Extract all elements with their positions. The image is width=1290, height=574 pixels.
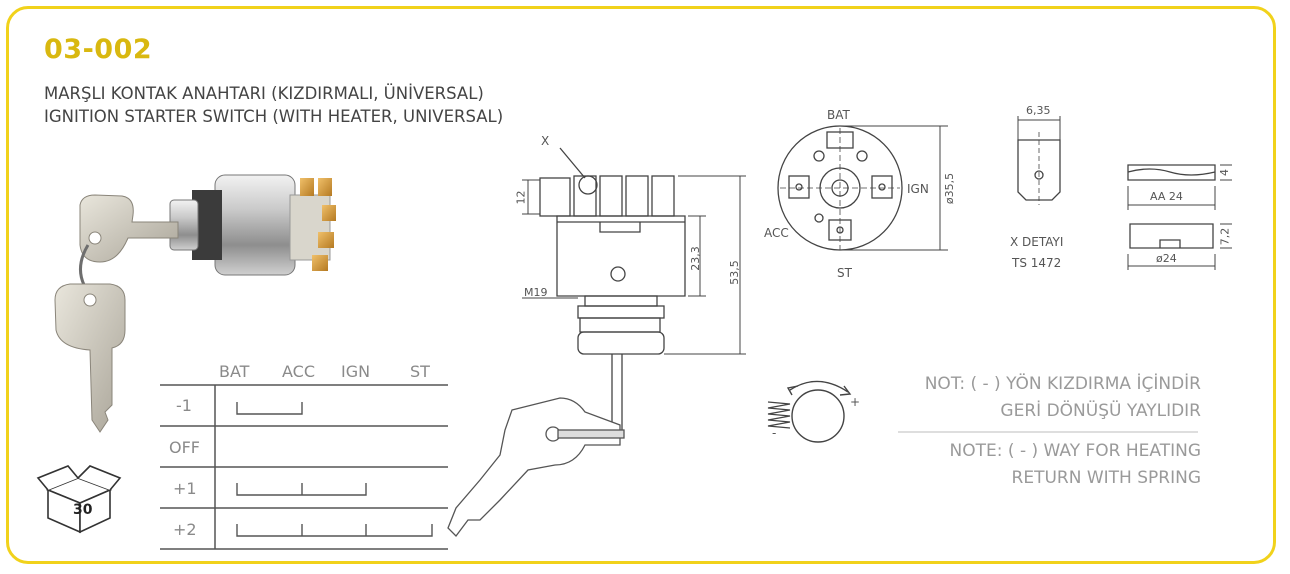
terminal-bat-label: BAT [827,108,850,122]
table-header-st: ST [410,362,430,381]
table-header-bat: BAT [219,362,250,381]
terminal-acc-label: ACC [764,226,789,240]
terminal-st-label: ST [837,266,852,280]
nut-diameter: ø24 [1156,252,1177,265]
dim-12: 12 [514,190,528,205]
rear-diameter: ø35,5 [943,172,957,205]
note-en-line1: NOTE: ( - ) WAY FOR HEATING [949,441,1201,461]
x-detail-standard: TS 1472 [1012,256,1062,270]
product-code: 03-002 [44,34,153,65]
spring-return-icon [767,380,852,443]
key-outline-drawing [447,397,625,537]
table-header-ign: IGN [341,362,371,381]
rear-view-drawing [777,125,948,251]
nut-thickness-top: 4 [1218,169,1231,176]
x-detail-label: X DETAYI [1010,235,1064,249]
x-detail-width: 6,35 [1026,104,1051,117]
note-tr-line2: GERİ DÖNÜŞÜ YAYLIDIR [1000,401,1201,421]
switch-photo [54,174,336,433]
table-row-plus1: +1 [173,479,197,498]
x-detail-drawing [1017,116,1061,205]
table-row-minus1: -1 [176,396,192,415]
product-card-frame [6,6,1276,564]
product-title-english: IGNITION STARTER SWITCH (WITH HEATER, UN… [44,107,504,126]
side-view-drawing [522,147,746,430]
dim-23-3: 23,3 [688,246,702,271]
minus-sign: - [772,426,777,440]
table-header-acc: ACC [282,362,316,381]
terminal-ign-label: IGN [907,182,929,196]
nut-thickness-bottom: 7,2 [1218,227,1232,246]
table-row-off: OFF [169,438,200,457]
x-marker-label: X [541,134,550,148]
wiring-table [160,384,448,550]
nut-detail-drawing [1127,164,1232,270]
nut-across-flats: AA 24 [1150,190,1183,203]
box-icon [36,465,122,534]
box-quantity: 30 [73,502,93,518]
product-title-turkish: MARŞLI KONTAK ANAHTARI (KIZDIRMALI, ÜNİV… [44,84,484,103]
note-tr-line1: NOT: ( - ) YÖN KIZDIRMA İÇİNDİR [924,374,1201,394]
plus-sign: + [850,395,861,409]
dim-53-5: 53,5 [727,260,741,285]
note-en-line2: RETURN WITH SPRING [1011,468,1201,488]
table-row-plus2: +2 [173,520,197,539]
thread-size: M19 [524,286,548,299]
